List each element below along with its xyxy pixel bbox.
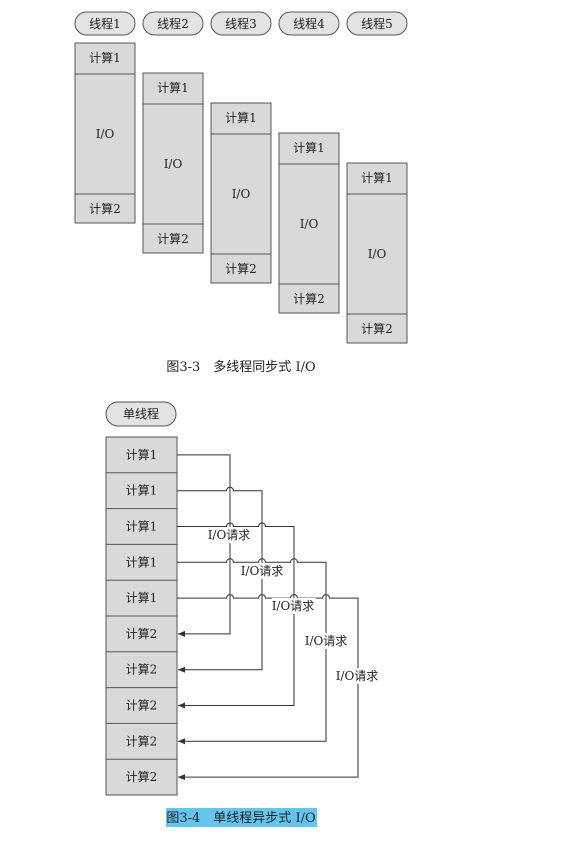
single-thread-label: 单线程: [123, 406, 159, 421]
io-request-label: I/O请求: [336, 669, 379, 683]
compute1-block: 计算1: [225, 110, 257, 125]
io-block: I/O: [164, 157, 183, 171]
compute1-block: 计算1: [89, 50, 121, 65]
compute2-cell: 计算2: [126, 662, 158, 677]
compute2-block: 计算2: [361, 321, 393, 336]
single-thread-pill: [105, 401, 177, 427]
io-request-label-bg: [272, 598, 316, 614]
compute1-cell: 计算1: [126, 519, 158, 534]
compute2-cell: 计算2: [126, 733, 158, 748]
thread-label: 线程3: [225, 16, 257, 31]
thread-pill: [278, 11, 340, 36]
io-block: I/O: [96, 127, 115, 141]
thread-label: 线程1: [89, 16, 121, 31]
compute2-cell: 计算2: [126, 698, 158, 713]
compute1-block: 计算1: [293, 140, 325, 155]
io-request-path: [177, 454, 231, 637]
compute1-block: 计算1: [157, 80, 189, 95]
compute2-block: 计算2: [157, 231, 189, 246]
io-request-label: I/O请求: [305, 634, 348, 648]
compute2-block: 计算2: [225, 261, 257, 276]
io-request-path: [177, 486, 263, 673]
thread-label: 线程5: [361, 16, 393, 31]
compute1-block: 计算1: [361, 170, 393, 185]
io-request-path: [177, 558, 327, 745]
io-request-label: I/O请求: [272, 599, 315, 613]
thread-label: 线程2: [157, 16, 189, 31]
thread-column: [74, 42, 136, 224]
figure-3-3: 线程1计算1I/O计算2线程2计算1I/O计算2线程3计算1I/O计算2线程4计…: [74, 11, 408, 344]
thread-column: [142, 72, 204, 254]
io-request-label-bg: [241, 563, 285, 579]
compute2-block: 计算2: [89, 201, 121, 216]
compute2-cell: 计算2: [126, 769, 158, 784]
io-block: I/O: [232, 187, 251, 201]
io-request-label: I/O请求: [241, 564, 284, 578]
figure-3-4-caption-highlight: [166, 808, 317, 827]
thread-column: [346, 162, 408, 344]
figure-3-3-caption: 图3-3 多线程同步式 I/O: [166, 359, 315, 375]
thread-column: [278, 132, 340, 314]
io-request-label-bg: [336, 668, 380, 684]
compute1-cell: 计算1: [126, 590, 158, 605]
io-request-path: [177, 594, 359, 781]
io-request-label-bg: [208, 527, 252, 543]
thread-pill: [210, 11, 272, 36]
compute2-cell: 计算2: [126, 626, 158, 641]
thread-label: 线程4: [293, 16, 325, 31]
io-request-path: [177, 522, 295, 709]
thread-pill: [346, 11, 408, 36]
io-block: I/O: [300, 217, 319, 231]
thread-column: [210, 102, 272, 284]
compute1-cell: 计算1: [126, 483, 158, 498]
figure-3-4-caption: 图3-4 单线程异步式 I/O: [166, 811, 315, 826]
compute1-cell: 计算1: [126, 554, 158, 569]
compute2-block: 计算2: [293, 291, 325, 306]
io-request-label: I/O请求: [208, 528, 251, 542]
figure-3-4: 单线程计算1计算1计算1计算1计算1计算2计算2计算2计算2计算2I/O请求I/…: [105, 401, 380, 796]
io-request-label-bg: [305, 633, 349, 649]
thread-pill: [74, 11, 136, 36]
io-block: I/O: [368, 247, 387, 261]
thread-pill: [142, 11, 204, 36]
compute1-cell: 计算1: [126, 447, 158, 462]
